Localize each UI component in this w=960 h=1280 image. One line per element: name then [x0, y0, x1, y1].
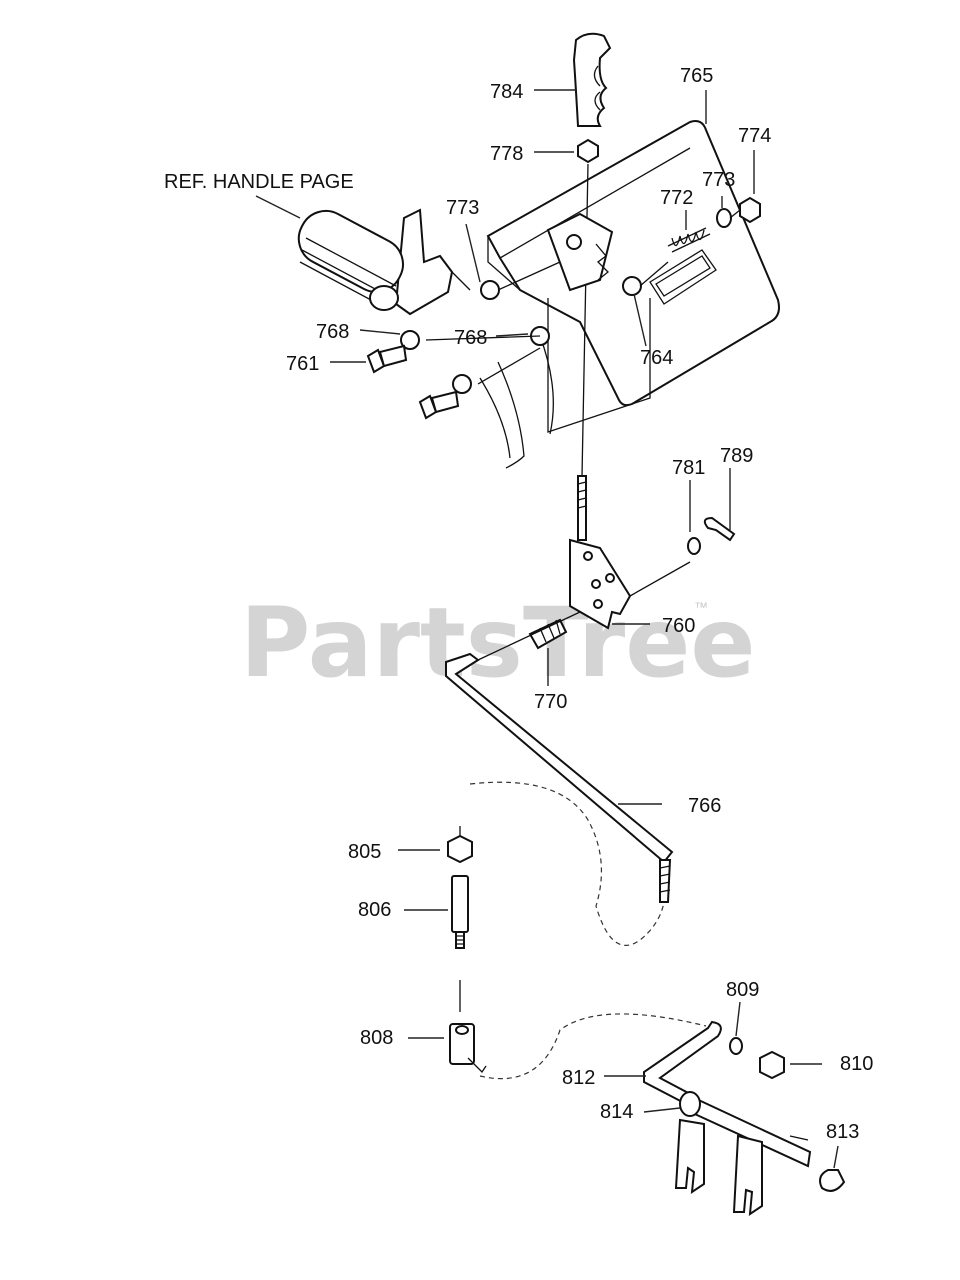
washer-781 — [687, 537, 701, 555]
handle-frame — [479, 298, 651, 469]
callout-labels: REF. HANDLE PAGE 784 765 778 774 772 773… — [164, 65, 873, 1143]
nut-764 — [622, 276, 642, 296]
callout-766[interactable]: 766 — [688, 795, 721, 817]
watermark-text: PartsTree — [240, 587, 755, 699]
callout-760[interactable]: 760 — [662, 615, 695, 637]
callout-789[interactable]: 789 — [720, 445, 753, 467]
callout-808[interactable]: 808 — [360, 1027, 393, 1049]
callout-773-left[interactable]: 773 — [446, 197, 479, 219]
washer-768-left — [400, 330, 420, 350]
callout-765[interactable]: 765 — [680, 65, 713, 87]
washer-809 — [729, 1037, 743, 1055]
callout-781[interactable]: 781 — [672, 457, 705, 479]
shift-bracket[interactable] — [569, 538, 691, 630]
callout-814[interactable]: 814 — [600, 1101, 633, 1123]
shift-rod-line — [581, 163, 589, 477]
coupling-808 — [449, 980, 487, 1074]
dashed-link-upper — [469, 781, 665, 946]
callout-774[interactable]: 774 — [738, 125, 771, 147]
washer-773-right — [716, 208, 732, 228]
callout-768-right[interactable]: 768 — [454, 327, 487, 349]
grip-knob[interactable] — [572, 32, 612, 127]
dashed-link-lower — [479, 1013, 707, 1080]
callout-805[interactable]: 805 — [348, 841, 381, 863]
washer-773-left — [480, 280, 500, 300]
nut-810 — [759, 1050, 785, 1080]
pin-770 — [528, 618, 568, 650]
leader-lines — [255, 89, 839, 1169]
nut-778 — [577, 138, 599, 164]
index-bracket — [546, 212, 614, 292]
ref-handle-page-label: REF. HANDLE PAGE — [164, 171, 354, 193]
control-panel[interactable] — [486, 120, 780, 407]
shift-rod[interactable] — [445, 611, 674, 903]
watermark-trademark: ™ — [694, 599, 708, 615]
callout-813[interactable]: 813 — [826, 1121, 859, 1143]
callout-810[interactable]: 810 — [840, 1053, 873, 1075]
callout-806[interactable]: 806 — [358, 899, 391, 921]
callout-772[interactable]: 772 — [660, 187, 693, 209]
washer-lower — [452, 374, 472, 394]
callout-784[interactable]: 784 — [490, 81, 523, 103]
shift-arm-812[interactable] — [643, 1020, 812, 1216]
callout-812[interactable]: 812 — [562, 1067, 595, 1089]
callout-809[interactable]: 809 — [726, 979, 759, 1001]
nut-774 — [739, 196, 761, 224]
bolt-lower — [418, 390, 460, 420]
assembly-lines — [425, 209, 741, 385]
spring-772 — [667, 227, 711, 253]
clip-813 — [819, 1169, 846, 1192]
callout-768-left[interactable]: 768 — [316, 321, 349, 343]
callout-761[interactable]: 761 — [286, 353, 319, 375]
shift-lever[interactable] — [290, 202, 471, 316]
callout-778[interactable]: 778 — [490, 143, 523, 165]
callout-773-right[interactable]: 773 — [702, 169, 735, 191]
spacer-806 — [451, 875, 469, 949]
nut-805 — [447, 826, 473, 864]
bolt-761 — [366, 344, 408, 374]
cotter-pin-789 — [703, 516, 736, 542]
callout-764[interactable]: 764 — [640, 347, 673, 369]
callout-770[interactable]: 770 — [534, 691, 567, 713]
